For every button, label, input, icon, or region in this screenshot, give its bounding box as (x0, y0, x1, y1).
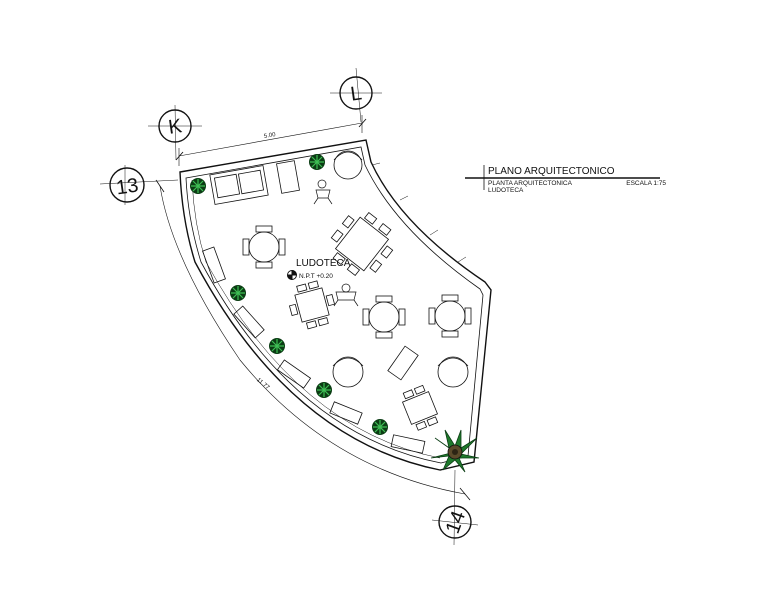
figure-top (313, 179, 333, 205)
armchair-left (332, 356, 364, 388)
round-table-2 (362, 295, 406, 339)
grid-label-14: 14 (442, 508, 470, 536)
title-block-lines (465, 165, 660, 190)
grid-marker-13 (99, 165, 179, 205)
rect-table-large (330, 211, 394, 277)
plant-icon (372, 419, 388, 435)
grid-label-k: K (167, 115, 184, 139)
coffee-table (387, 345, 419, 381)
large-plant-icon (430, 429, 480, 473)
dimension-top-width: 5.00 (264, 132, 277, 140)
figure-middle (333, 283, 359, 307)
title-block-title: PLANO ARQUITECTONICO (488, 166, 615, 177)
grid-label-l: L (349, 82, 363, 105)
cabinet (276, 160, 300, 194)
room-name-label: LUDOTECA (296, 258, 351, 269)
grid-marker-l (330, 67, 382, 123)
window-benches (202, 246, 426, 454)
dimension-curve-length: 11.77 (255, 377, 271, 391)
title-block-room: LUDOTECA (488, 187, 524, 194)
plant-icon (316, 382, 332, 398)
plant-icon (269, 338, 285, 354)
grid-label-13: 13 (115, 175, 140, 200)
curve-dimension (155, 179, 471, 501)
rect-table-small (288, 280, 336, 330)
title-block-scale: ESCALA 1:75 (626, 180, 666, 187)
plant-icon (309, 154, 325, 170)
armchair-right (437, 356, 469, 388)
room-level-label: N.P.T +0.20 (299, 273, 333, 280)
round-table-3 (428, 294, 472, 338)
round-table-1 (242, 225, 286, 269)
rect-table-bottom (402, 384, 439, 431)
sofa (209, 165, 269, 205)
plants (190, 154, 480, 473)
plant-icon (230, 285, 246, 301)
grid-marker-14 (431, 469, 479, 546)
level-marker-icon (287, 270, 297, 280)
room-walls (179, 139, 492, 471)
armchair-top (333, 150, 363, 180)
grid-marker-k (148, 104, 202, 161)
top-dimension (175, 115, 367, 166)
plant-icon (190, 178, 206, 194)
title-block-subtitle: PLANTA ARQUITECTONICA (488, 180, 573, 187)
